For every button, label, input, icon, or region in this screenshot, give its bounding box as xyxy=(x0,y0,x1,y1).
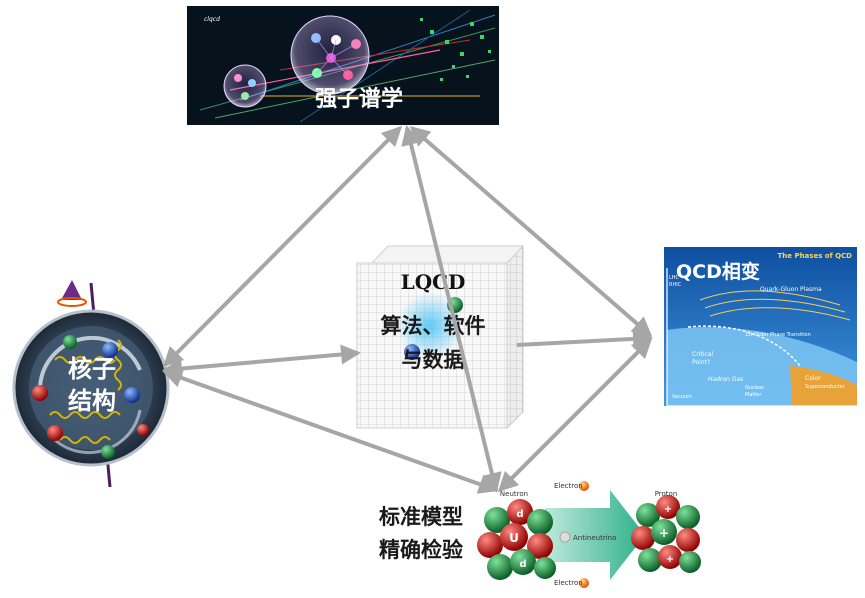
antineutrino-ball xyxy=(559,531,571,543)
qcd-phase-label: QCD相变 xyxy=(676,260,760,283)
critical-label: Critical xyxy=(692,351,713,358)
nuclear-label-2: Matter xyxy=(745,392,762,398)
spin-arrow-icon xyxy=(61,280,82,300)
first-order-label: 1st Order Phase Transition xyxy=(745,332,811,338)
svg-text:d: d xyxy=(516,509,523,520)
hadron-label: 强子谱学 xyxy=(315,86,403,112)
cube-top xyxy=(370,245,525,264)
critical-label-2: Point? xyxy=(692,359,710,366)
decay-arrow xyxy=(545,490,645,580)
svg-text:+: + xyxy=(659,526,669,540)
svg-text:U: U xyxy=(509,531,519,545)
qgp-label: Quark-Gluon Plasma xyxy=(760,286,822,293)
electron-ball-bottom xyxy=(579,578,589,588)
proton-label: Proton xyxy=(655,490,678,498)
hadron-gas-label: Hadron Gas xyxy=(708,376,743,383)
rhic-label: RHIC xyxy=(669,282,682,288)
gluon-springs xyxy=(49,339,122,444)
electron-top-label: Electron xyxy=(554,482,583,490)
nuclear-structure-label-2: 结构 xyxy=(68,387,116,415)
lhc-label: LHC xyxy=(669,275,680,281)
center-label-2: 与数据 xyxy=(402,348,465,372)
antineutrino-label: Antineutrino xyxy=(573,534,616,542)
edge-hadron-nucleon xyxy=(162,125,403,368)
edge-nucleon-center xyxy=(162,344,361,379)
edge-phase-sm xyxy=(497,337,653,493)
center-label-1: 算法、软件 xyxy=(381,314,486,338)
clqcd-logo: clqcd xyxy=(204,16,220,23)
connectors xyxy=(162,125,653,494)
edge-center-phase xyxy=(516,328,653,349)
color-superconductor-region xyxy=(790,366,857,406)
nuclear-structure-node: 核子 结构 xyxy=(12,280,170,488)
nuclear-structure-label-1: 核子 xyxy=(68,355,116,383)
lqcd-center-node: LQCD 算法、软件 与数据 xyxy=(356,244,525,430)
vacuum-label: Vacuum xyxy=(672,394,692,400)
edge-nucleon-sm xyxy=(162,368,499,494)
proton-cluster: + + + xyxy=(631,495,701,573)
svg-text:d: d xyxy=(519,559,526,570)
phase-boundary xyxy=(687,325,801,367)
neutron-label: Neutron xyxy=(500,490,528,498)
svg-text:+: + xyxy=(664,504,672,515)
qcd-phase-node: The Phases of QCD Quark-Gluon Plasma LHC… xyxy=(664,247,857,407)
neutron-cluster: U d d xyxy=(477,499,556,580)
svg-text:+: + xyxy=(666,554,674,565)
lqcd-title: LQCD xyxy=(401,270,466,294)
color-label-2: Superconductor xyxy=(805,384,846,390)
electron-bottom-label: Electron xyxy=(554,579,583,587)
hadron-image-art xyxy=(199,9,496,123)
standard-model-label-1: 标准模型 xyxy=(379,505,463,529)
standard-model-label-2: 精确检验 xyxy=(379,538,463,562)
hadron-spectroscopy-node: clqcd 强子谱学 xyxy=(187,6,499,125)
nuclear-label: Nuclear xyxy=(745,385,765,391)
color-label: Color xyxy=(805,375,821,382)
standard-model-node: U d d + + + Neutron Proton Electron Elec… xyxy=(379,481,701,588)
phase-chart-title: The Phases of QCD xyxy=(778,252,853,260)
